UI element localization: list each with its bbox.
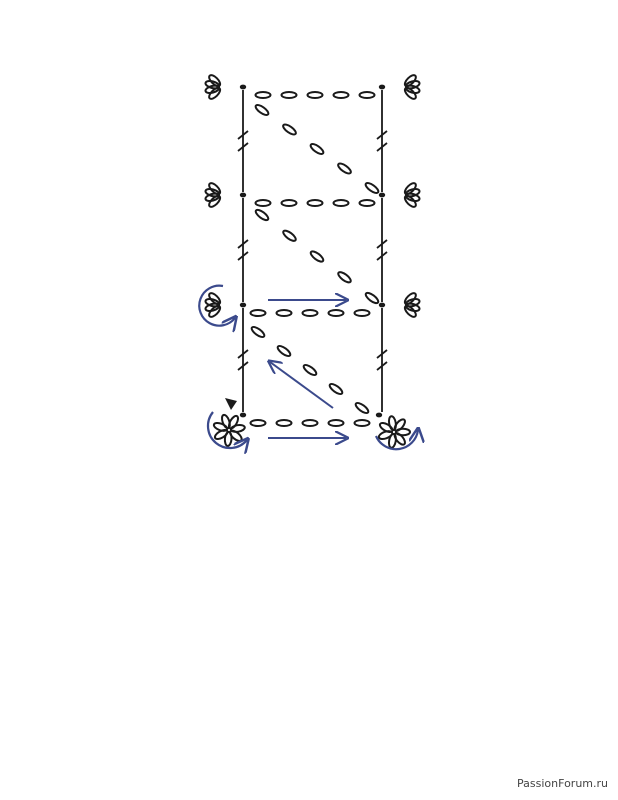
diagonal-chain-stitch [354, 401, 370, 415]
diagonal-chain-stitch [309, 143, 325, 155]
chain-stitch [327, 309, 345, 317]
petal-chain-stitch [378, 421, 394, 434]
start-ring-cluster [212, 413, 246, 447]
petal-chain-stitch [223, 430, 233, 447]
petal-chain-stitch [204, 302, 221, 312]
petal-chain-stitch [213, 428, 229, 441]
slip-stitch [378, 302, 386, 308]
chain-stitch [327, 419, 345, 427]
chain-stitch [306, 199, 324, 207]
left-petal-cluster [204, 74, 222, 100]
double-crochet-bar [237, 239, 249, 249]
petal-chain-stitch [377, 430, 394, 440]
petal-chain-stitch [387, 415, 397, 432]
chain-stitch [301, 419, 319, 427]
chain-stitch [306, 91, 324, 99]
chain-stitch [353, 309, 371, 317]
chain-stitch [254, 91, 272, 99]
right-petal-cluster [403, 292, 421, 318]
chain-stitch [249, 419, 267, 427]
double-crochet-bar [376, 251, 388, 261]
double-crochet-bar [376, 349, 388, 359]
start-marker-icon [225, 398, 237, 410]
chain-stitch [358, 91, 376, 99]
petal-chain-stitch [208, 74, 222, 88]
left-petal-cluster [204, 292, 222, 318]
diagonal-chain-stitch [328, 382, 344, 396]
petal-chain-stitch [229, 423, 246, 433]
slip-stitch [239, 84, 247, 90]
double-crochet-bar [237, 349, 249, 359]
diagonal-chain-stitch [254, 104, 270, 116]
petal-chain-stitch [403, 86, 417, 100]
right-petal-cluster [403, 74, 421, 100]
slip-stitch [239, 192, 247, 198]
direction-arrow [270, 362, 334, 409]
petal-chain-stitch [204, 84, 221, 94]
double-crochet-bar [237, 251, 249, 261]
slip-stitch [378, 84, 386, 90]
diagonal-chain-stitch [364, 182, 380, 194]
petal-chain-stitch [212, 422, 229, 432]
turn-arrow [206, 411, 247, 448]
diagonal-chain-stitch [302, 363, 318, 377]
chain-stitch [275, 419, 293, 427]
diagonal-chain-stitch [337, 271, 352, 284]
diagonal-chain-stitch [254, 208, 270, 222]
double-crochet-bar [237, 142, 249, 152]
petal-chain-stitch [403, 304, 417, 318]
left-petal-cluster [204, 182, 222, 208]
petal-chain-stitch [221, 413, 231, 430]
double-crochet-bar [237, 361, 249, 371]
double-crochet-bar [237, 130, 249, 140]
diagonal-chain-stitch [309, 250, 325, 263]
turn-arrow [374, 430, 418, 451]
petal-chain-stitch [393, 418, 406, 432]
chain-stitch [249, 309, 267, 317]
diagonal-chain-stitch [282, 123, 297, 136]
chain-stitch [301, 309, 319, 317]
chain-stitch [332, 199, 350, 207]
petal-chain-stitch [208, 182, 222, 196]
diagonal-chain-stitch [250, 325, 266, 339]
chain-stitch [353, 419, 371, 427]
double-crochet-bar [376, 130, 388, 140]
petal-chain-stitch [387, 432, 397, 449]
chain-stitch [254, 199, 272, 207]
chain-stitch [280, 199, 298, 207]
petal-chain-stitch [403, 194, 417, 208]
watermark: PassionForum.ru [517, 777, 608, 790]
chain-stitch [358, 199, 376, 207]
right-petal-cluster [403, 182, 421, 208]
double-crochet-bar [376, 361, 388, 371]
slip-stitch [378, 192, 386, 198]
petal-chain-stitch [393, 432, 406, 446]
end-ring-cluster [377, 415, 411, 449]
diagonal-chain-stitch [276, 344, 292, 358]
double-crochet-bar [376, 239, 388, 249]
chain-stitch [332, 91, 350, 99]
diagonal-chain-stitch [364, 291, 380, 305]
chain-stitch [280, 91, 298, 99]
diagonal-chain-stitch [282, 229, 297, 242]
chain-stitch [275, 309, 293, 317]
slip-stitch [375, 412, 383, 418]
petal-chain-stitch [227, 414, 240, 430]
slip-stitch [239, 412, 247, 418]
petal-chain-stitch [204, 192, 221, 202]
diagonal-chain-stitch [337, 162, 352, 175]
petal-chain-stitch [208, 292, 222, 306]
turn-arrow [198, 284, 235, 326]
double-crochet-bar [376, 142, 388, 152]
slip-stitch [239, 302, 247, 308]
